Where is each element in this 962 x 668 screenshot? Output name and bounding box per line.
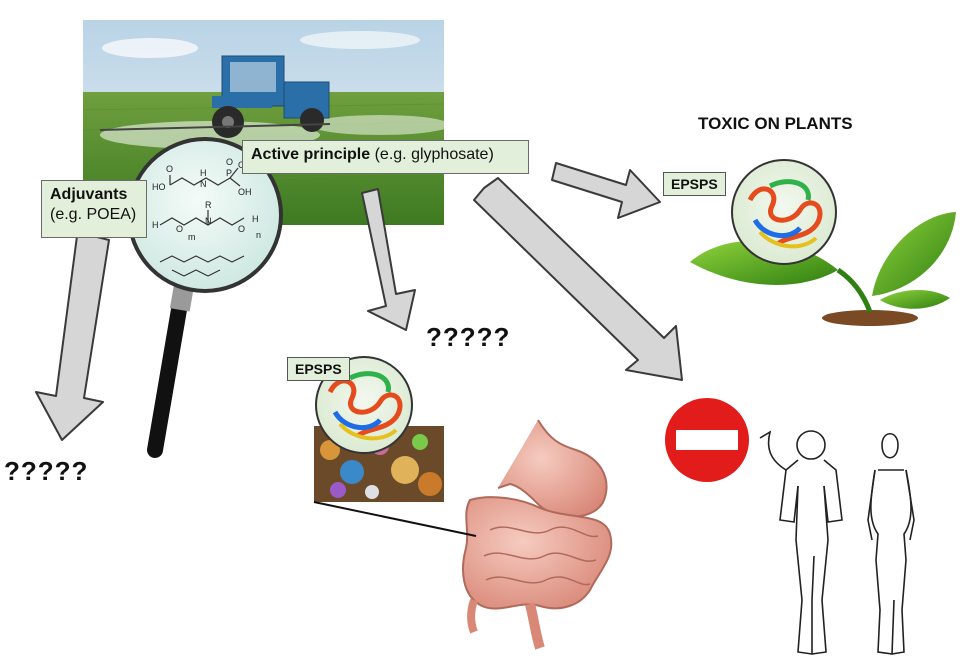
unknown-adjuvant-effect: ????? bbox=[4, 456, 89, 486]
chem-label-oh2: OH bbox=[238, 187, 252, 197]
poea-label-h1: H bbox=[152, 220, 159, 230]
gut-protein-structure-icon bbox=[327, 371, 403, 441]
intestine-icon bbox=[462, 419, 613, 650]
poea-label-n: N bbox=[205, 216, 212, 226]
adjuvants-label-rest: (e.g. POEA) bbox=[50, 206, 137, 223]
poea-label-o1: O bbox=[176, 224, 183, 234]
arrows bbox=[35, 162, 683, 441]
unknown-gut-effect: ????? bbox=[426, 322, 511, 352]
adjuvants-label: Adjuvants (e.g. POEA) bbox=[41, 180, 147, 238]
arrow-to-humans bbox=[473, 177, 683, 381]
chem-label-o1: O bbox=[166, 164, 173, 174]
chem-label-h: H bbox=[200, 168, 207, 178]
chem-label-o2: O bbox=[226, 157, 233, 167]
chem-label-p: P bbox=[226, 168, 232, 178]
stop-sign-icon bbox=[665, 398, 749, 482]
protein-structure-icon bbox=[747, 179, 823, 249]
arrow-to-plant bbox=[551, 162, 661, 219]
chem-label-ho: HO bbox=[152, 182, 166, 192]
active-principle-label: Active principle (e.g. glyphosate) bbox=[242, 140, 529, 174]
poea-label-o2: O bbox=[238, 224, 245, 234]
poea-label-n-sub: n bbox=[256, 230, 261, 240]
leaf-icon bbox=[690, 159, 956, 326]
arrow-to-gut bbox=[361, 188, 416, 331]
poea-label-m: m bbox=[188, 232, 196, 242]
active-principle-label-rest: (e.g. glyphosate) bbox=[370, 146, 494, 163]
poea-label-h2: H bbox=[252, 214, 259, 224]
magnifier-icon: HO O H N P OH OH O H O N R O H m n bbox=[127, 137, 283, 458]
arrow-adjuvants-unknown bbox=[35, 235, 110, 441]
epsps-plant-label: EPSPS bbox=[663, 172, 726, 196]
adjuvants-label-bold: Adjuvants bbox=[50, 186, 128, 203]
chem-label-n: N bbox=[200, 179, 207, 189]
active-principle-label-bold: Active principle bbox=[251, 146, 371, 163]
epsps-gut-label: EPSPS bbox=[287, 357, 350, 381]
microbiota-photo bbox=[313, 356, 477, 537]
poea-label-r: R bbox=[205, 200, 212, 210]
human-figures-icon bbox=[759, 430, 915, 655]
toxic-on-plants-heading: TOXIC ON PLANTS bbox=[698, 114, 853, 133]
glyphosate-structure bbox=[159, 167, 245, 277]
